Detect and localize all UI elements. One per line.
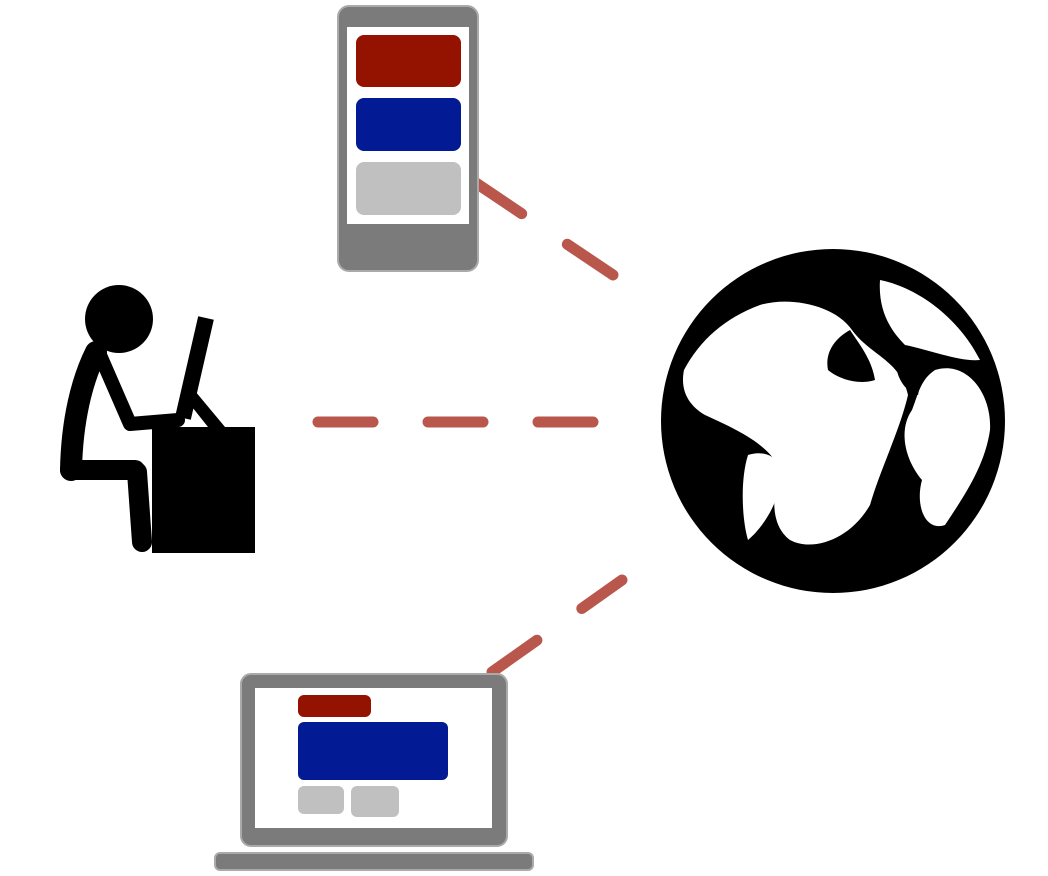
- person-at-computer-icon: [60, 285, 255, 553]
- phone-block-red: [356, 35, 461, 87]
- phone-block-gray: [356, 162, 461, 215]
- laptop-block-blue: [298, 722, 448, 780]
- mobile-phone-icon: [337, 5, 479, 272]
- laptop-icon: [214, 673, 534, 871]
- connector-phone-globe: [470, 177, 628, 287]
- laptop-base: [214, 852, 534, 871]
- connectors: [312, 177, 628, 678]
- laptop-block-red: [298, 695, 371, 717]
- globe-icon: [661, 249, 1005, 593]
- laptop-block-gray-2: [351, 786, 399, 817]
- phone-block-blue: [356, 98, 461, 151]
- laptop-block-gray-1: [298, 786, 344, 814]
- connector-laptop-globe: [486, 574, 628, 678]
